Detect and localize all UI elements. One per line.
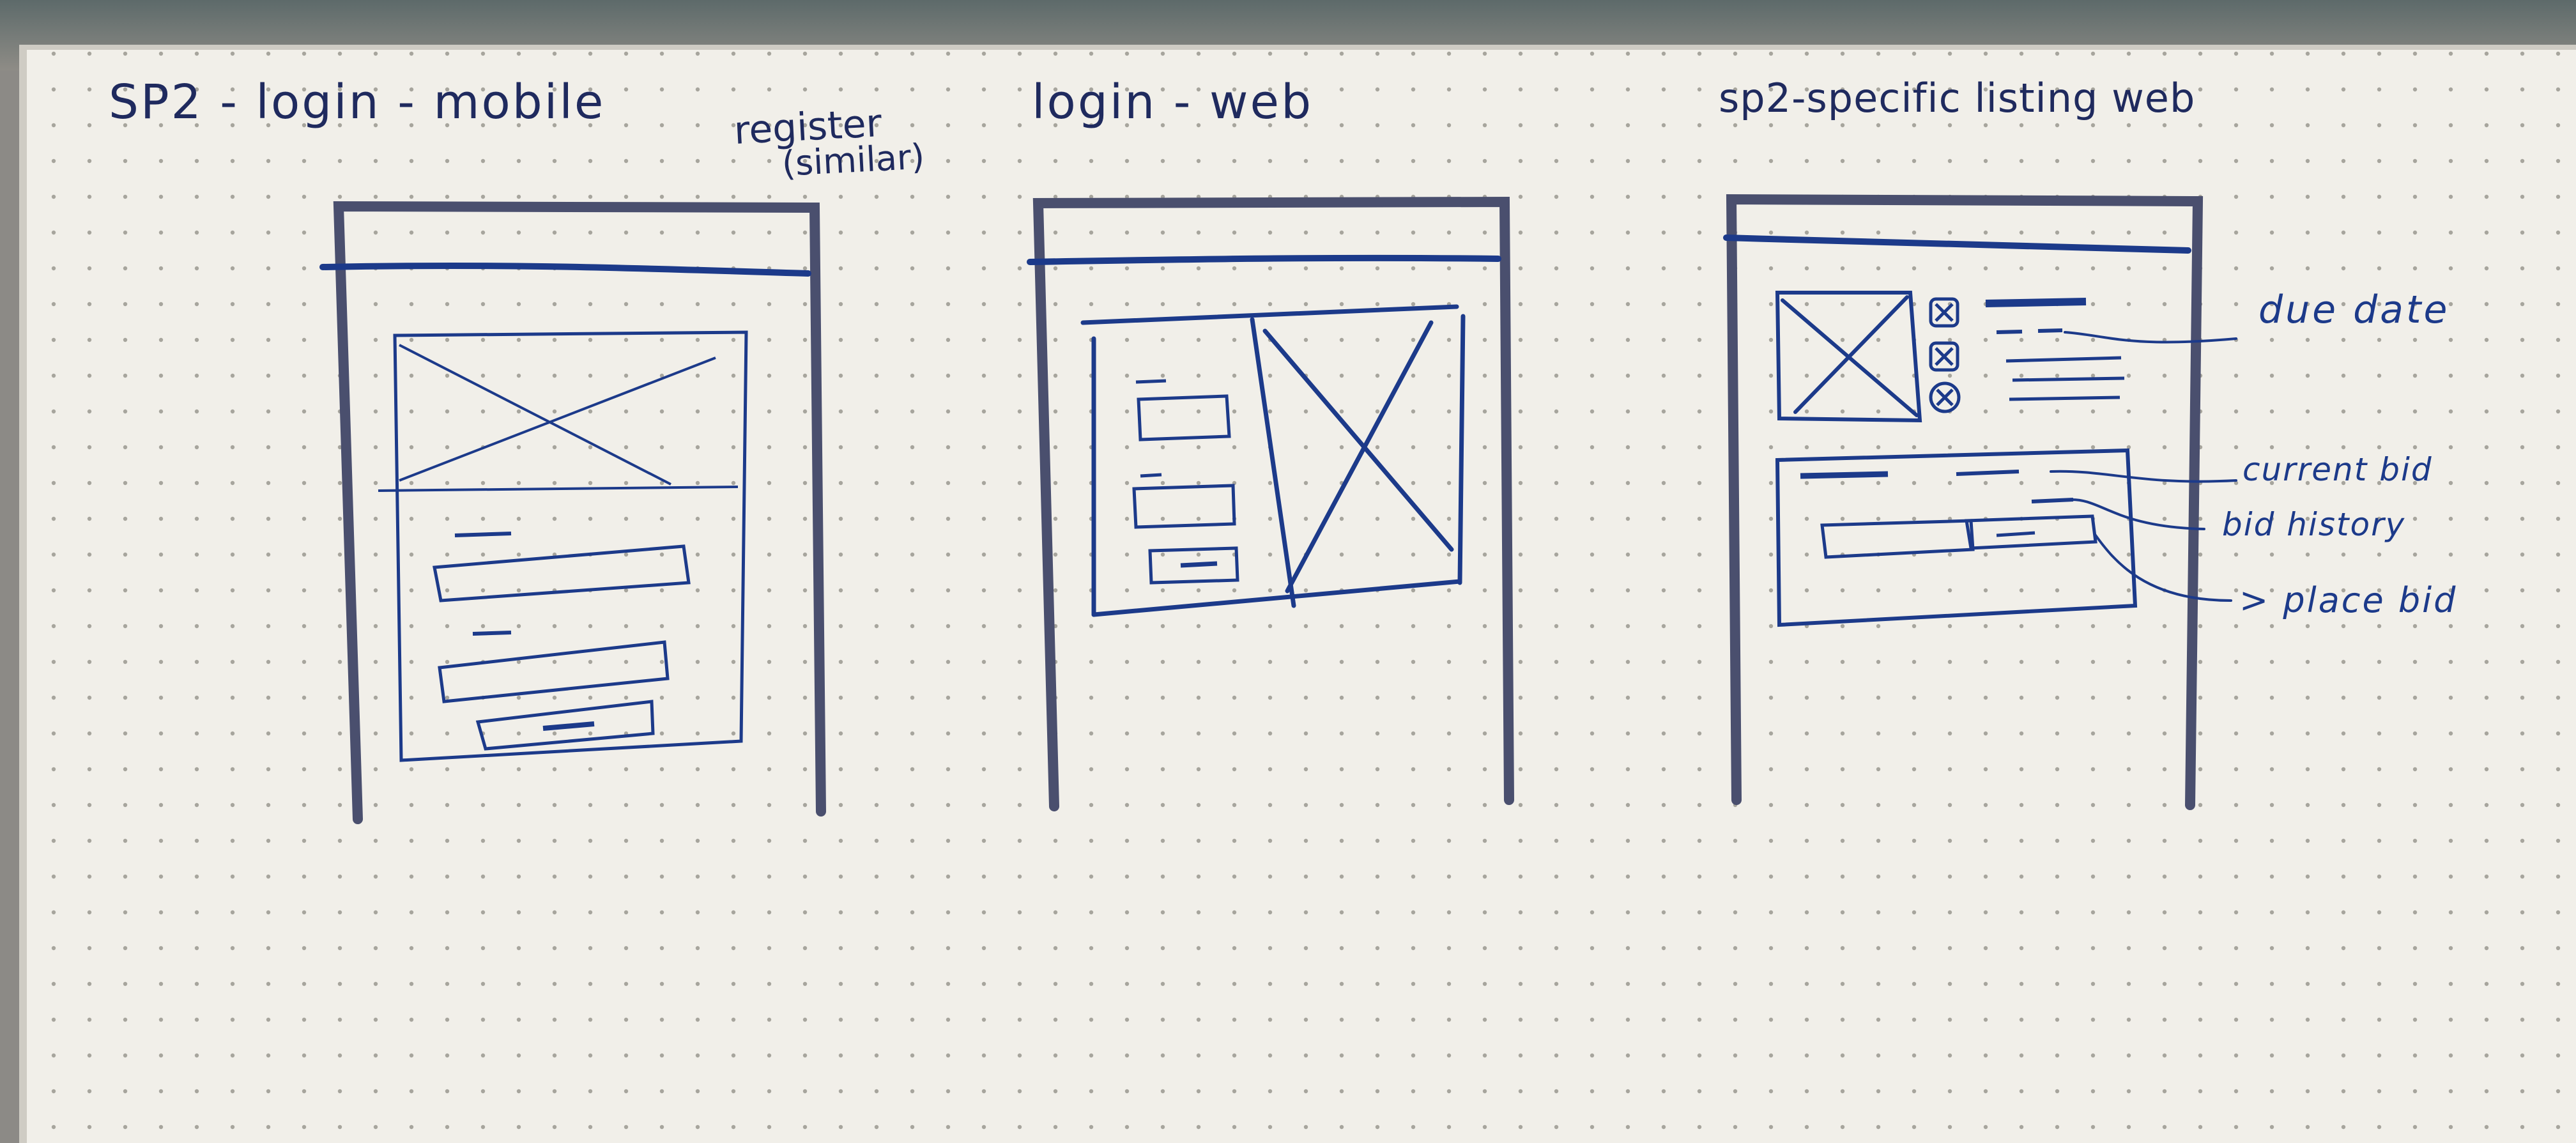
input-username[interactable] — [1137, 394, 1231, 441]
label-password — [472, 631, 512, 636]
header-listing: sp2-specific listing web — [1719, 75, 2195, 121]
wireframe-listing-web: due date current bid bid history > place… — [1723, 194, 2457, 810]
bid-panel — [1775, 448, 2138, 627]
image-placeholder — [1262, 320, 1454, 594]
input-username[interactable] — [433, 544, 691, 602]
input-password[interactable] — [438, 640, 670, 703]
header-mobile-login: SP2 - login - mobile — [109, 75, 605, 130]
login-panel — [1080, 304, 1466, 617]
submit-button[interactable] — [1148, 546, 1239, 585]
annotation-place-bid: > place bid — [2239, 580, 2457, 620]
header-register-similar: (similar) — [781, 136, 925, 184]
header-bar — [1723, 234, 2191, 254]
wireframe-mobile-login — [319, 201, 826, 824]
bid-panel-title — [1800, 471, 1889, 479]
label-username — [1135, 379, 1167, 384]
image-placeholder — [378, 344, 739, 492]
header-web-login: login - web — [1032, 75, 1313, 130]
main-image-placeholder — [1775, 291, 1922, 423]
browser-frame — [1032, 196, 1514, 811]
listing-title — [1985, 298, 2087, 307]
thumbnail[interactable] — [1929, 381, 1961, 413]
header-bar — [319, 262, 811, 277]
annotation-current-bid: current bid — [2242, 451, 2433, 488]
current-bid-value — [1956, 470, 2020, 476]
thumbnail[interactable] — [1929, 341, 1959, 372]
submit-button[interactable] — [475, 700, 655, 751]
wireframe-web-login — [1027, 196, 1514, 811]
annotation-bid-history: bid history — [2222, 506, 2405, 543]
label-username — [454, 532, 512, 537]
label-password — [1140, 473, 1162, 478]
browser-frame — [1726, 194, 2204, 810]
header-register-note: register — [733, 101, 883, 153]
due-date-value — [1996, 328, 2063, 334]
thumbnail[interactable] — [1929, 297, 1959, 328]
header-bar — [1027, 254, 1501, 265]
listing-description — [2005, 356, 2125, 401]
place-bid-button[interactable] — [1965, 514, 2097, 550]
login-card — [393, 330, 748, 762]
annotation-leaders — [2050, 331, 2237, 602]
phone-frame — [333, 201, 826, 824]
annotation-due-date: due date — [2258, 288, 2450, 332]
bid-history-link[interactable] — [2031, 498, 2074, 503]
input-password[interactable] — [1132, 484, 1236, 529]
